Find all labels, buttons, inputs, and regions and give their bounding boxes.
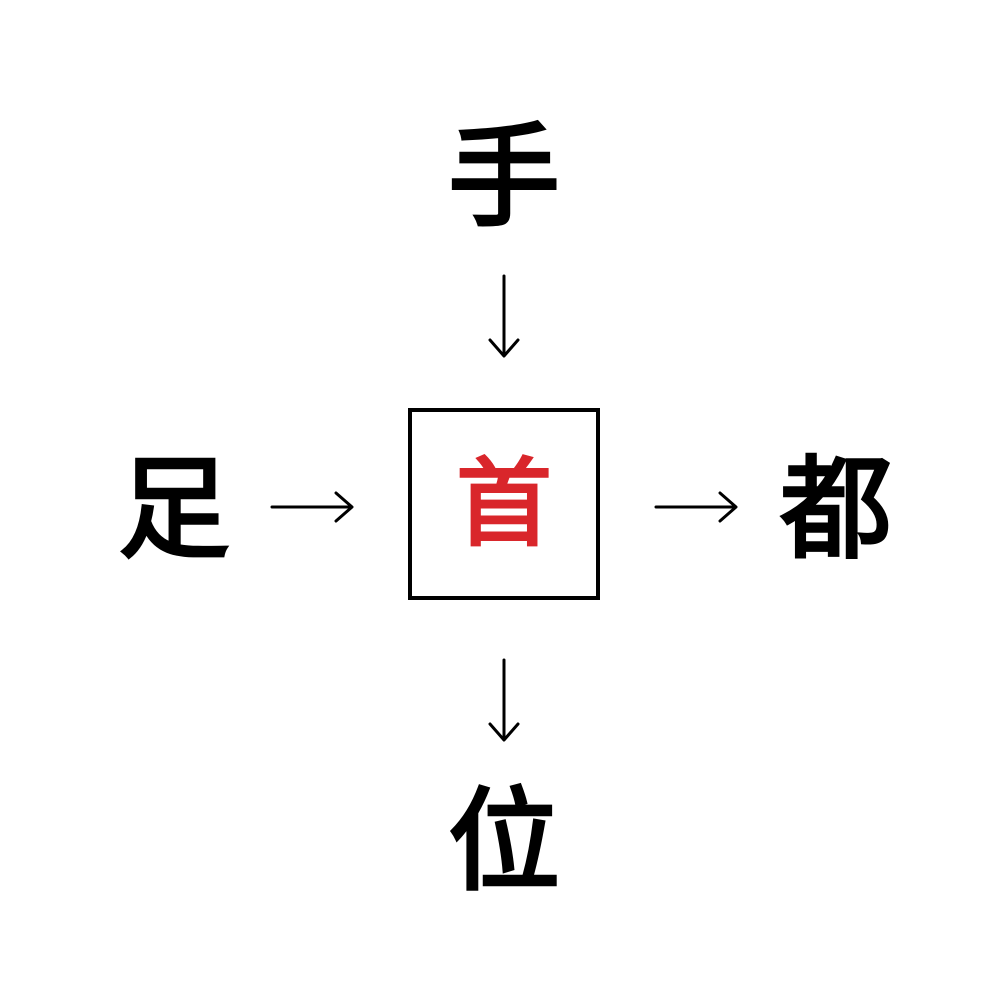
bottom-kanji: 位	[448, 777, 560, 907]
top-kanji: 手	[448, 113, 560, 243]
left-kanji: 足	[118, 445, 230, 575]
arrow-right-right-icon	[654, 491, 738, 523]
answer-box: 首	[408, 408, 600, 600]
arrow-down-top-icon	[488, 274, 520, 358]
arrow-down-bottom-icon	[488, 658, 520, 742]
answer-kanji: 首	[456, 448, 552, 560]
right-kanji: 都	[780, 445, 892, 575]
arrow-right-left-icon	[270, 491, 354, 523]
